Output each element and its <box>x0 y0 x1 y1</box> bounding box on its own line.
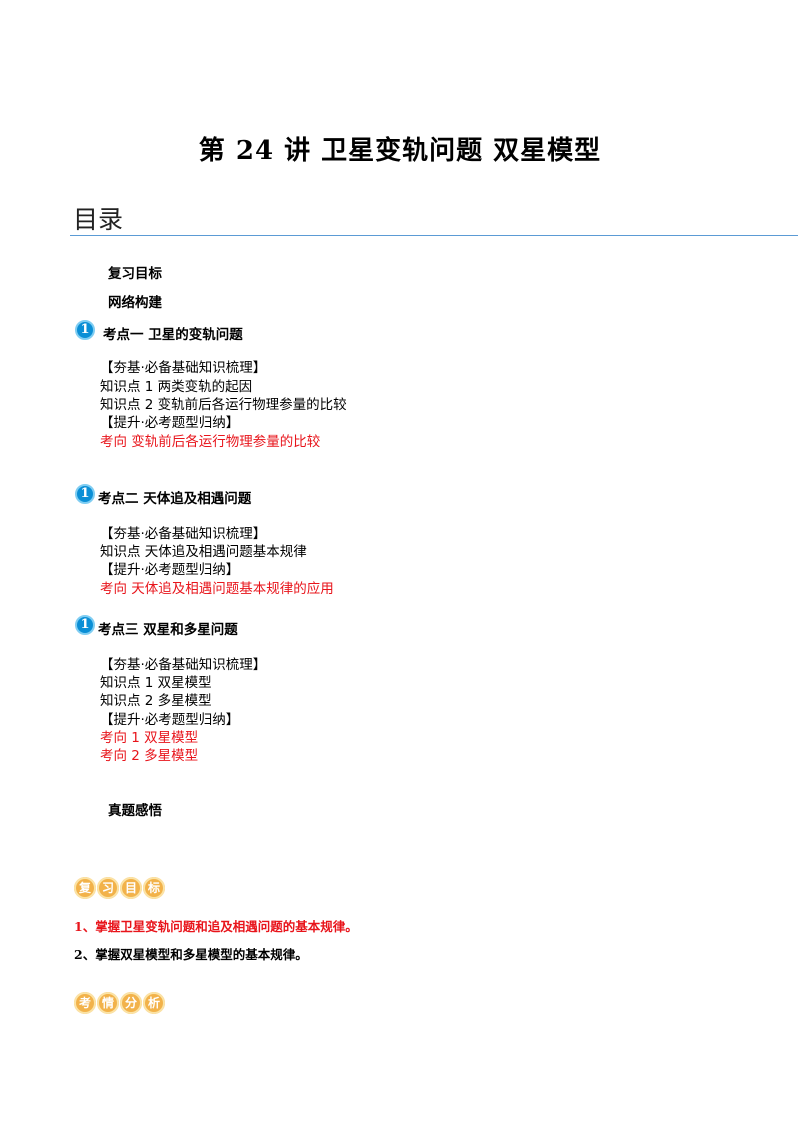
stamp-char: 考 <box>74 992 96 1014</box>
toc-section-3-item[interactable]: 考向 1 双星模型 <box>100 730 199 746</box>
toc-section-2-item[interactable]: 知识点 天体追及相遇问题基本规律 <box>100 544 307 560</box>
stamp-char: 分 <box>120 992 142 1014</box>
toc-network[interactable]: 网络构建 <box>108 295 162 311</box>
toc-review-goals[interactable]: 复习目标 <box>108 266 162 282</box>
page-title: 第 24 讲 卫星变轨问题 双星模型 <box>198 136 602 166</box>
stamp-char: 目 <box>120 877 142 899</box>
review-goals-stamp-icon: 复 习 目 标 <box>74 877 165 899</box>
section-1-badge-icon: 1 <box>75 320 95 340</box>
toc-section-3-title[interactable]: 考点三 双星和多星问题 <box>98 622 238 638</box>
analysis-stamp-icon: 考 情 分 析 <box>74 992 165 1014</box>
toc-section-1-title[interactable]: 考点一 卫星的变轨问题 <box>103 327 243 343</box>
toc-section-3-item[interactable]: 知识点 2 多星模型 <box>100 693 212 709</box>
toc-section-2-item[interactable]: 【提升·必考题型归纳】 <box>100 562 240 578</box>
stamp-char: 复 <box>74 877 96 899</box>
toc-section-1-item[interactable]: 【提升·必考题型归纳】 <box>100 415 240 431</box>
toc-section-1-item[interactable]: 知识点 2 变轨前后各运行物理参量的比较 <box>100 397 347 413</box>
toc-section-2-item[interactable]: 考向 天体追及相遇问题基本规律的应用 <box>100 581 334 597</box>
stamp-char: 标 <box>143 877 165 899</box>
toc-section-3-item[interactable]: 【夯基·必备基础知识梳理】 <box>100 657 267 673</box>
toc-section-2-item[interactable]: 【夯基·必备基础知识梳理】 <box>100 526 267 542</box>
toc-section-3-item[interactable]: 知识点 1 双星模型 <box>100 675 212 691</box>
toc-divider <box>70 235 798 236</box>
section-2-badge-icon: 1 <box>75 484 95 504</box>
toc-section-1-item[interactable]: 知识点 1 两类变轨的起因 <box>100 379 253 395</box>
stamp-char: 情 <box>97 992 119 1014</box>
section-3-badge-icon: 1 <box>75 615 95 635</box>
goal-line: 1、掌握卫星变轨问题和追及相遇问题的基本规律。 <box>74 919 358 934</box>
toc-section-2-title[interactable]: 考点二 天体追及相遇问题 <box>98 491 252 507</box>
toc-section-1-item[interactable]: 【夯基·必备基础知识梳理】 <box>100 360 267 376</box>
toc-section-3-item[interactable]: 【提升·必考题型归纳】 <box>100 712 240 728</box>
stamp-char: 析 <box>143 992 165 1014</box>
toc-heading: 目录 <box>73 205 124 234</box>
goal-line: 2、掌握双星模型和多星模型的基本规律。 <box>74 947 308 962</box>
toc-section-1-item[interactable]: 考向 变轨前后各运行物理参量的比较 <box>100 434 321 450</box>
stamp-char: 习 <box>97 877 119 899</box>
toc-section-3-item[interactable]: 考向 2 多星模型 <box>100 748 199 764</box>
toc-real-exam[interactable]: 真题感悟 <box>108 803 162 819</box>
